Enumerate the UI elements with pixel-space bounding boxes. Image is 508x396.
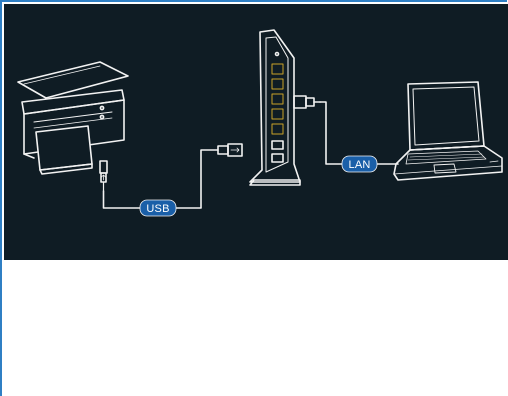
printer-icon	[18, 62, 128, 174]
connection-diagram: USB LAN	[4, 4, 508, 260]
lan-label-tag: LAN	[342, 156, 377, 172]
usb-label-tag: USB	[140, 200, 176, 216]
usb-plug-printer	[100, 161, 107, 191]
laptop-icon	[394, 82, 502, 180]
lan-cable	[320, 102, 398, 164]
usb-cable	[104, 150, 219, 208]
lan-plug-router	[294, 96, 320, 108]
router-icon	[250, 30, 300, 185]
lan-label: LAN	[349, 159, 371, 171]
usb-label: USB	[146, 203, 169, 215]
diagram-canvas: USB LAN	[4, 4, 508, 260]
usb-plug-router	[218, 144, 242, 156]
